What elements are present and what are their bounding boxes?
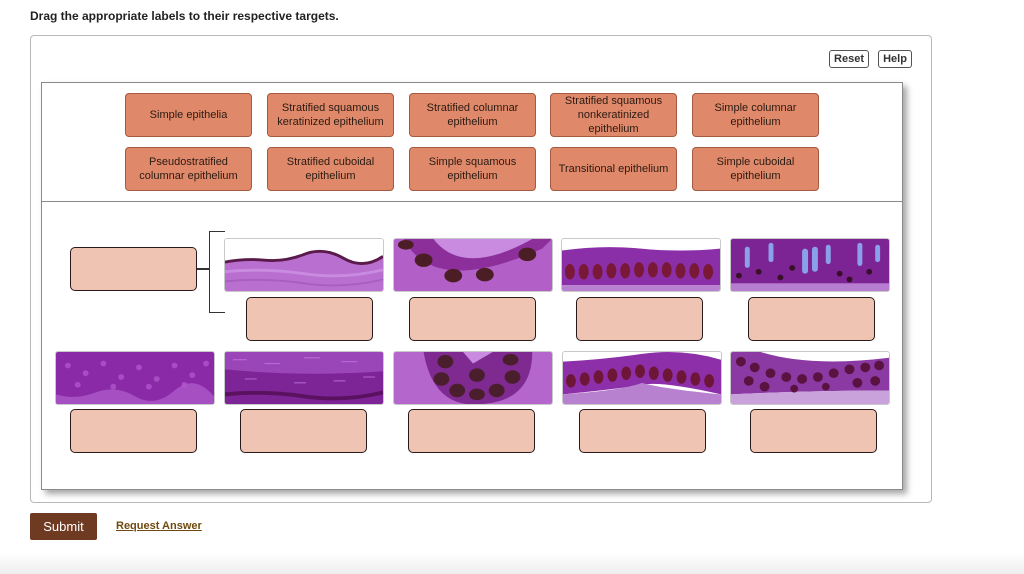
instructions-text: Drag the appropriate labels to their res… (30, 9, 339, 23)
label-pseudostratified-columnar[interactable]: Pseudostratified columnar epithelium (125, 147, 252, 191)
drop-target-simple-columnar[interactable] (576, 297, 703, 341)
stratified-squamous-nonkeratinized-micrograph (224, 351, 384, 405)
drop-target-stratified-squamous-keratinized[interactable] (70, 409, 197, 453)
label-transitional[interactable]: Transitional epithelium (550, 147, 677, 191)
help-button[interactable]: Help (878, 50, 912, 68)
label-simple-epithelia[interactable]: Simple epithelia (125, 93, 252, 137)
stratified-columnar-micrograph (562, 351, 722, 405)
label-stratified-cuboidal[interactable]: Stratified cuboidal epithelium (267, 147, 394, 191)
transitional-micrograph (730, 351, 890, 405)
label-stratified-columnar[interactable]: Stratified columnar epithelium (409, 93, 536, 137)
pseudostratified-micrograph (730, 238, 890, 292)
drop-target-stratified-cuboidal[interactable] (408, 409, 535, 453)
drop-target-simple-cuboidal[interactable] (409, 297, 536, 341)
label-simple-columnar[interactable]: Simple columnar epithelium (692, 93, 819, 137)
label-stratified-squamous-keratinized[interactable]: Stratified squamous keratinized epitheli… (267, 93, 394, 137)
simple-squamous-micrograph (224, 238, 384, 292)
reset-button[interactable]: Reset (829, 50, 869, 68)
drop-target-simple-squamous[interactable] (246, 297, 373, 341)
drop-target-pseudostratified[interactable] (748, 297, 875, 341)
drop-target-transitional[interactable] (750, 409, 877, 453)
drop-target-stratified-columnar[interactable] (579, 409, 706, 453)
page-bottom-shadow (0, 552, 1024, 574)
grouping-bracket (209, 231, 225, 313)
label-bank-divider (41, 201, 903, 202)
request-answer-link[interactable]: Request Answer (116, 520, 202, 532)
drop-target-stratified-squamous-nonkeratinized[interactable] (240, 409, 367, 453)
simple-cuboidal-micrograph (393, 238, 553, 292)
label-stratified-squamous-nonkeratinized[interactable]: Stratified squamous nonkeratinized epith… (550, 93, 677, 137)
bracket-connector (197, 268, 210, 270)
label-simple-squamous[interactable]: Simple squamous epithelium (409, 147, 536, 191)
stratified-squamous-keratinized-micrograph (55, 351, 215, 405)
simple-columnar-micrograph (561, 238, 721, 292)
submit-button[interactable]: Submit (30, 513, 97, 540)
stratified-cuboidal-micrograph (393, 351, 553, 405)
drop-target-group[interactable] (70, 247, 197, 291)
label-simple-cuboidal[interactable]: Simple cuboidal epithelium (692, 147, 819, 191)
